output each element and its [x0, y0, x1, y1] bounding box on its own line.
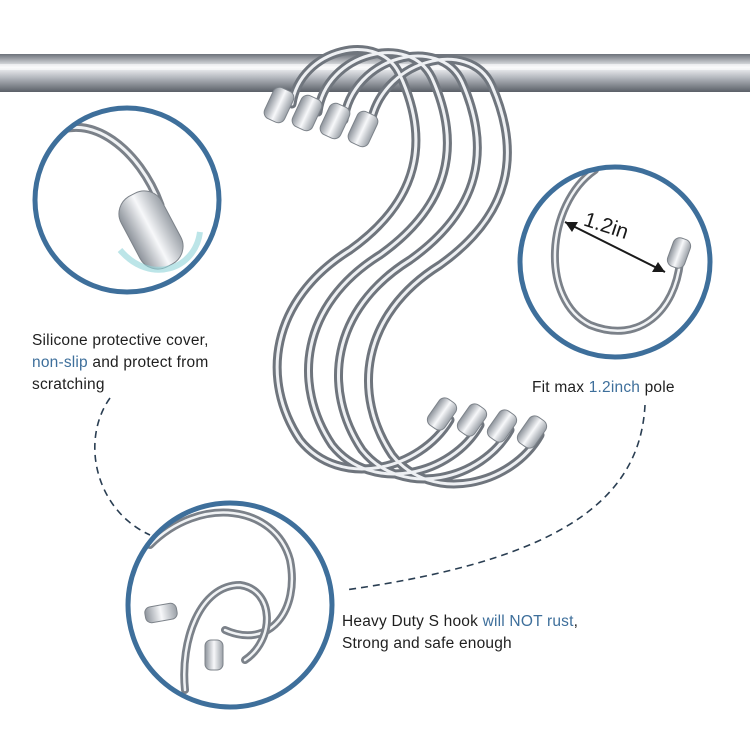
caption-line: Heavy Duty S hook will NOT rust,	[342, 611, 662, 633]
caption-line: Silicone protective cover,	[32, 332, 209, 349]
caption-text: pole	[640, 379, 675, 396]
s-hook-group	[272, 45, 545, 489]
detail-circle-pole-size	[517, 164, 713, 360]
dashed-connector-lines	[94, 397, 646, 591]
caption-text: and protect from	[87, 354, 209, 371]
caption-text: ,	[573, 613, 579, 630]
detail-circle-silicone-cover	[32, 105, 222, 295]
caption-pole-size: Fit max 1.2inch pole	[532, 377, 675, 399]
caption-line: non-slip and protect from	[32, 352, 292, 374]
caption-highlight: 1.2inch	[588, 379, 641, 396]
caption-highlight: non-slip	[32, 354, 88, 371]
caption-silicone-cover: Silicone protective cover, non-slip and …	[32, 330, 292, 396]
caption-line: Strong and safe enough	[342, 635, 512, 652]
caption-text: Heavy Duty S hook	[342, 613, 483, 630]
detail-circle-heavy-duty	[125, 500, 335, 710]
caption-heavy-duty: Heavy Duty S hook will NOT rust, Strong …	[342, 611, 662, 655]
caption-line: scratching	[32, 376, 105, 393]
caption-highlight: will NOT rust	[482, 613, 574, 630]
caption-text: Fit max	[532, 379, 589, 396]
silicone-caps	[263, 86, 548, 449]
